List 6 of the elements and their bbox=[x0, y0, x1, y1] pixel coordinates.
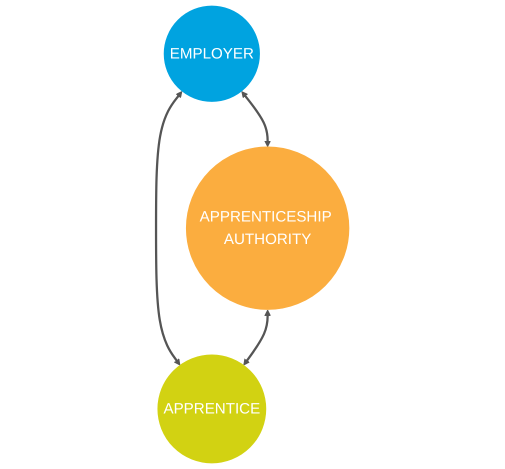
node-circle: APPRENTICE bbox=[157, 354, 266, 464]
arrow bbox=[154, 91, 182, 366]
arrow bbox=[243, 310, 271, 366]
node-circle: EMPLOYER bbox=[164, 6, 260, 102]
node-circle: APPRENTICESHIP AUTHORITY bbox=[186, 146, 350, 310]
arrow bbox=[241, 91, 271, 148]
